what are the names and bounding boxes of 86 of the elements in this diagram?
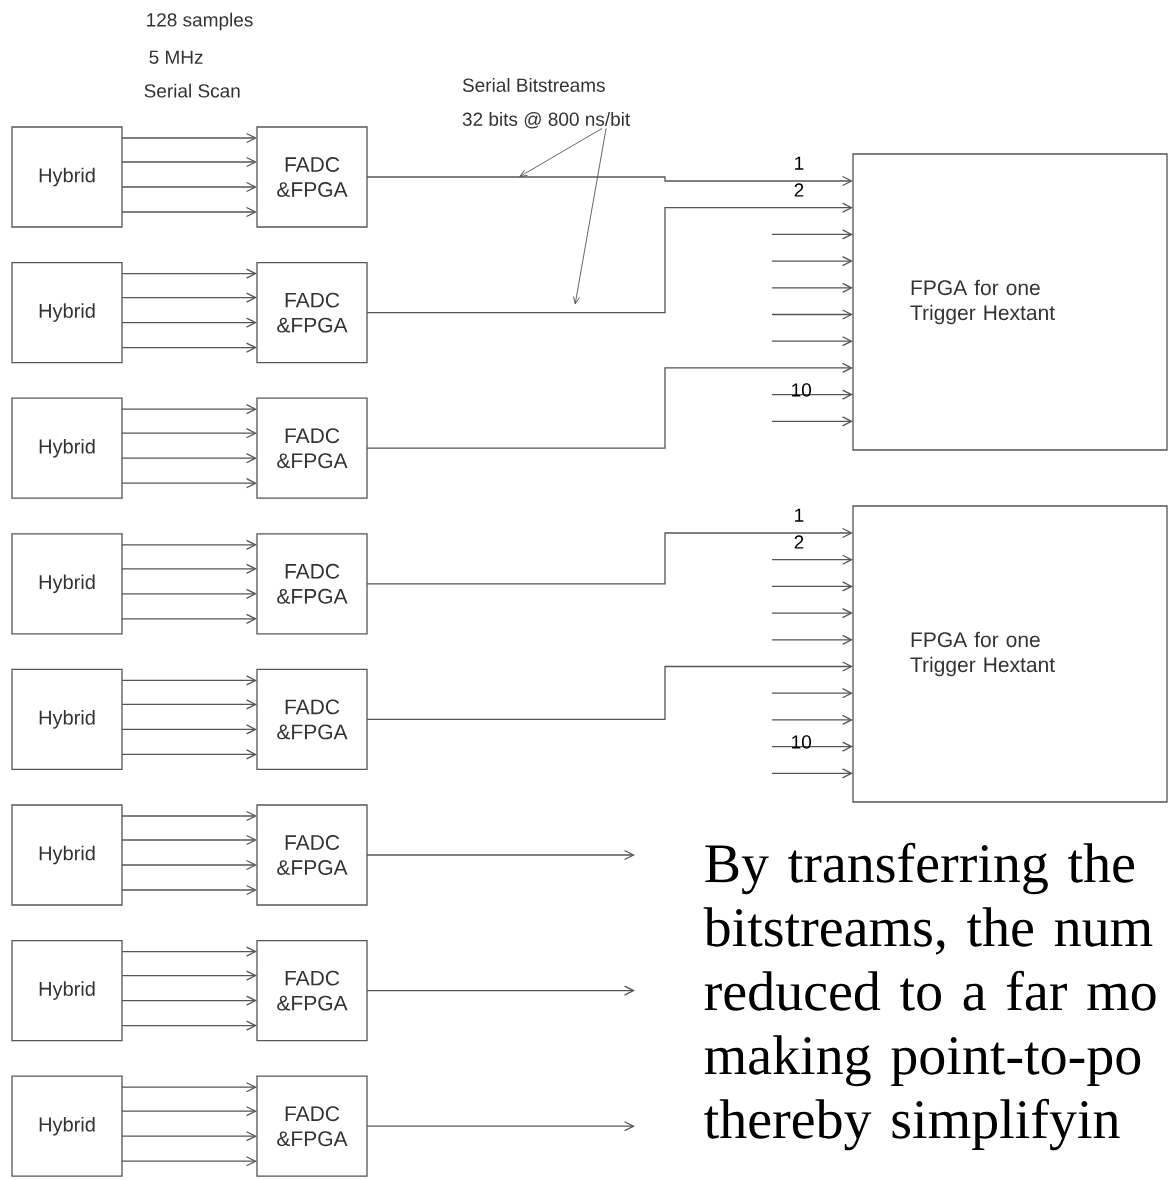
arrow bbox=[771, 255, 853, 267]
input-number: 2 bbox=[794, 183, 804, 197]
arrow bbox=[121, 1156, 257, 1167]
arrow bbox=[771, 282, 853, 293]
connector-arrow bbox=[366, 527, 853, 585]
arrow bbox=[121, 268, 257, 279]
arrow bbox=[121, 834, 257, 846]
arrow bbox=[121, 539, 257, 550]
annotation-text: 5 MHz bbox=[149, 50, 203, 64]
process-box: FADC &FPGA bbox=[256, 804, 368, 906]
process-box: FADC &FPGA bbox=[256, 533, 368, 635]
arrow bbox=[771, 741, 853, 752]
arrow bbox=[121, 1131, 257, 1142]
annotation-text: Serial Bitstreams 32 bits @ 800 ns/bit bbox=[462, 78, 631, 129]
arrow bbox=[366, 985, 635, 996]
process-box: Hybrid bbox=[11, 126, 123, 228]
connector-arrow bbox=[366, 362, 853, 449]
arrow bbox=[121, 995, 257, 1006]
arrow bbox=[366, 1121, 635, 1132]
arrow bbox=[121, 1106, 257, 1117]
arrow bbox=[366, 849, 635, 861]
arrow bbox=[121, 132, 257, 144]
process-box: Hybrid bbox=[11, 668, 123, 771]
arrow bbox=[121, 699, 257, 710]
connector-arrow bbox=[366, 175, 853, 187]
arrow bbox=[121, 810, 257, 822]
arrow bbox=[771, 309, 853, 320]
arrow bbox=[771, 389, 853, 400]
arrow bbox=[771, 688, 853, 699]
arrow bbox=[771, 714, 853, 726]
leader-line bbox=[573, 127, 607, 305]
connector-arrow bbox=[366, 202, 853, 314]
process-box: FPGA for one Trigger Hextant bbox=[852, 153, 1168, 451]
process-box: FADC &FPGA bbox=[256, 261, 368, 364]
arrow bbox=[121, 206, 257, 218]
annotation-text: Serial Scan bbox=[144, 83, 240, 98]
process-box: FADC &FPGA bbox=[256, 1075, 368, 1177]
arrow bbox=[121, 970, 257, 981]
annotation-text: 128 samples bbox=[147, 12, 253, 31]
process-box: Hybrid bbox=[11, 397, 123, 499]
process-box: Hybrid bbox=[11, 939, 123, 1042]
input-number: 2 bbox=[794, 535, 804, 549]
input-number: 1 bbox=[795, 508, 804, 522]
process-box: FPGA for one Trigger Hextant bbox=[852, 505, 1168, 803]
process-box: FADC &FPGA bbox=[256, 397, 368, 499]
input-number: 1 bbox=[795, 156, 804, 170]
arrow bbox=[771, 229, 853, 240]
process-box: Hybrid bbox=[11, 533, 123, 635]
process-box: FADC &FPGA bbox=[256, 126, 368, 228]
arrow bbox=[121, 946, 257, 957]
arrow bbox=[771, 607, 853, 619]
arrow bbox=[121, 156, 257, 168]
arrow bbox=[121, 859, 257, 871]
arrow bbox=[121, 749, 257, 760]
arrow bbox=[121, 181, 257, 193]
arrow bbox=[121, 724, 257, 735]
input-number: 10 bbox=[792, 735, 812, 749]
process-box: FADC &FPGA bbox=[256, 939, 368, 1042]
arrow bbox=[121, 342, 257, 353]
arrow bbox=[121, 453, 257, 464]
process-box: Hybrid bbox=[11, 804, 123, 906]
input-number: 10 bbox=[792, 383, 812, 397]
leader-line bbox=[519, 127, 603, 177]
body-text: By transferring the bitstreams, the num reduced to a far mo making point-to-po thereby simplifyin bbox=[703, 842, 1156, 1151]
arrow bbox=[121, 317, 257, 328]
process-box: Hybrid bbox=[11, 261, 123, 364]
arrow bbox=[121, 563, 257, 574]
arrow bbox=[121, 884, 257, 896]
process-box: FADC &FPGA bbox=[256, 668, 368, 771]
arrow bbox=[771, 768, 853, 779]
arrow bbox=[121, 404, 257, 415]
arrow bbox=[121, 675, 257, 686]
arrow bbox=[121, 1020, 257, 1031]
arrow bbox=[771, 554, 853, 565]
arrow bbox=[121, 588, 257, 599]
arrow bbox=[121, 292, 257, 303]
process-box: Hybrid bbox=[11, 1075, 123, 1177]
arrow bbox=[121, 428, 257, 439]
arrow bbox=[771, 416, 853, 427]
arrow bbox=[121, 613, 257, 624]
arrow bbox=[771, 634, 853, 645]
arrow bbox=[771, 336, 853, 347]
arrow bbox=[121, 478, 257, 489]
arrow bbox=[771, 581, 853, 592]
arrow bbox=[121, 1082, 257, 1093]
connector-arrow bbox=[366, 661, 853, 721]
